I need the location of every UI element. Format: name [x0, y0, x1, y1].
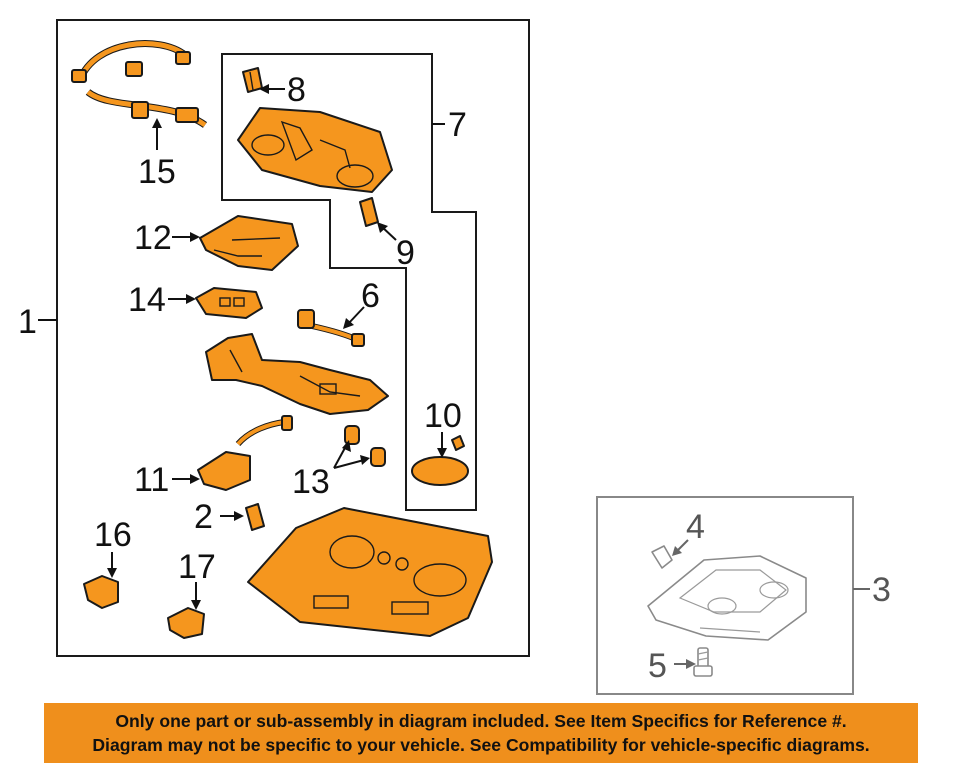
part-11-lamp-assembly — [197, 415, 293, 491]
assembly-7-frame — [221, 53, 477, 511]
callout-13-arrow-a — [342, 440, 351, 452]
notice-line-2: Diagram may not be specific to your vehi… — [92, 735, 870, 755]
callout-11-arrow — [190, 474, 200, 484]
part-3-console-outline — [647, 555, 807, 641]
callout-13-arrow-b — [360, 455, 370, 465]
callout-8: 8 — [287, 71, 306, 109]
callout-13-leader-a — [333, 445, 347, 469]
part-13-bulbs — [344, 425, 386, 467]
callout-9: 9 — [396, 234, 415, 272]
callout-13: 13 — [292, 463, 330, 501]
callout-15-arrow — [152, 118, 162, 128]
callout-6: 6 — [361, 277, 380, 315]
part-10-lens — [411, 435, 469, 486]
callout-5: 5 — [648, 647, 667, 685]
part-8-clip — [242, 67, 263, 93]
assembly-3-frame — [596, 496, 854, 695]
callout-4: 4 — [686, 508, 705, 546]
callout-4-arrow — [672, 546, 682, 556]
part-14-switch — [195, 287, 263, 319]
callout-3: 3 — [872, 571, 891, 609]
callout-12-arrow — [190, 232, 200, 242]
callout-13-leader-b — [333, 459, 365, 469]
callout-16: 16 — [94, 516, 132, 554]
part-4-clip — [651, 545, 673, 569]
notice-line-1: Only one part or sub-assembly in diagram… — [115, 711, 847, 731]
assembly-1-frame — [56, 19, 530, 657]
part-5-screw — [693, 647, 713, 677]
parts-diagram: 1 7 15 8 9 — [18, 19, 891, 695]
part-12-module — [199, 215, 299, 271]
part-2-clip — [245, 503, 265, 531]
callout-17: 17 — [178, 548, 216, 586]
callout-2: 2 — [194, 498, 213, 536]
part-frame-bracket — [205, 333, 389, 415]
part-15-wiring-harness — [71, 40, 208, 128]
callout-11: 11 — [134, 461, 169, 499]
callout-14-arrow — [186, 294, 196, 304]
part-1-overhead-console — [247, 507, 493, 637]
callout-16-arrow — [107, 568, 117, 578]
callout-17-arrow — [191, 600, 201, 610]
callout-5-arrow — [686, 659, 696, 669]
part-9-socket — [359, 197, 379, 227]
callout-7: 7 — [448, 106, 467, 144]
callout-9-arrow — [377, 222, 388, 233]
part-7-console-housing — [237, 107, 393, 193]
callout-15: 15 — [138, 153, 176, 191]
callout-10-arrow — [437, 448, 447, 458]
callout-14: 14 — [128, 281, 166, 319]
part-17-bracket — [167, 607, 205, 639]
part-16-bracket — [83, 575, 119, 609]
callout-12: 12 — [134, 219, 172, 257]
callout-10: 10 — [424, 397, 462, 435]
callout-6-arrow — [343, 318, 354, 329]
callout-1: 1 — [18, 303, 37, 341]
callout-8-arrow — [259, 84, 269, 94]
part-6-lamp-lead — [297, 309, 365, 347]
callout-2-arrow — [234, 511, 244, 521]
notice-banner: Only one part or sub-assembly in diagram… — [44, 703, 918, 763]
callout-6-leader — [347, 306, 365, 325]
